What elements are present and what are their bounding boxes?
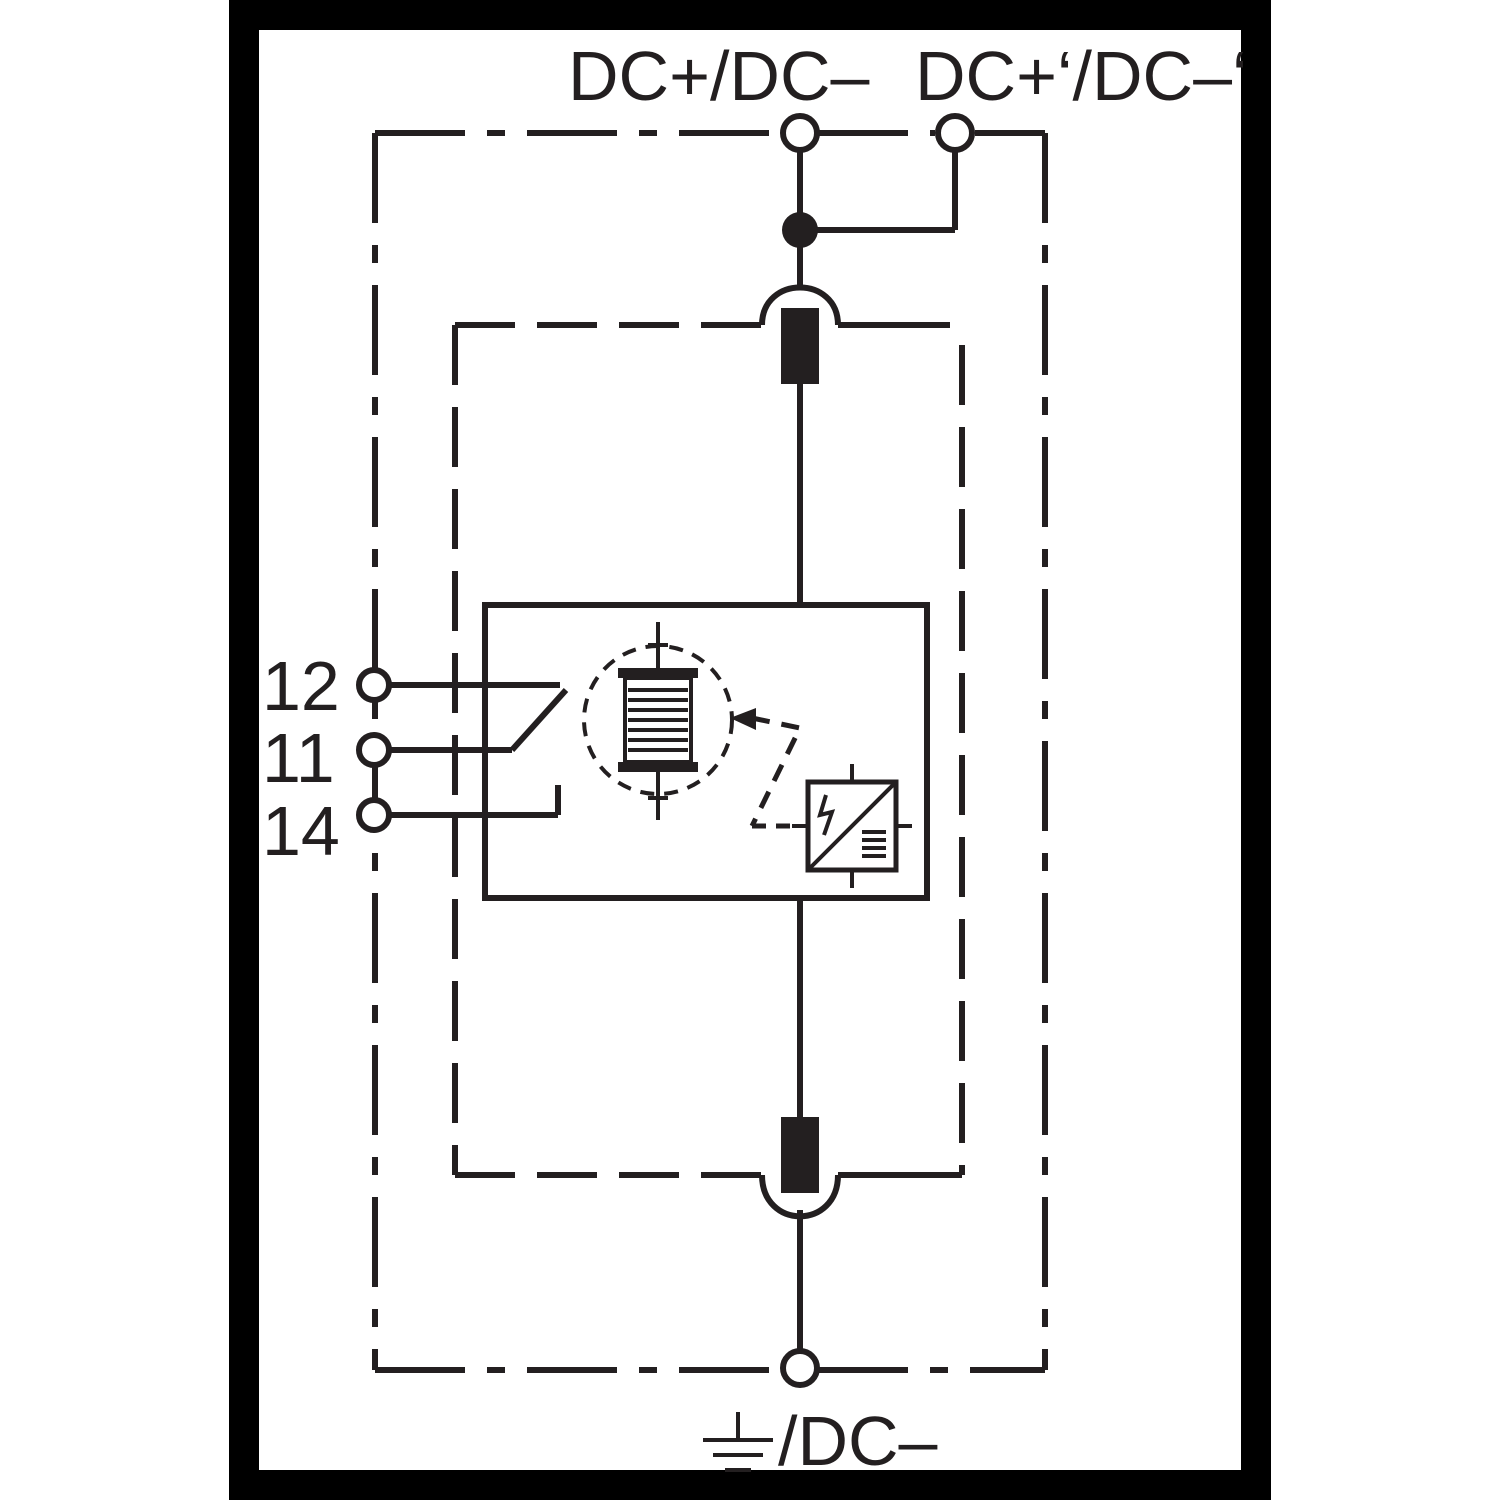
label-contact-14: 14 — [262, 792, 340, 870]
terminal-11 — [356, 732, 392, 768]
label-contact-11: 11 — [262, 719, 335, 797]
top-disconnect-element — [759, 284, 841, 384]
inner-enclosure — [452, 322, 965, 1178]
label-contact-12: 12 — [262, 647, 340, 725]
bottom-disconnect-element — [759, 1117, 841, 1220]
remote-signal-contact — [356, 667, 569, 833]
junction-dot — [782, 212, 818, 248]
varistor-element — [582, 622, 734, 820]
thermal-coupling-link — [730, 708, 804, 829]
terminal-ground — [780, 1348, 820, 1388]
terminal-12 — [356, 667, 392, 703]
label-terminal-top-left: DC+/DC– — [568, 37, 870, 115]
ground-icon — [703, 1412, 773, 1472]
terminal-dc-plus-minus — [780, 113, 820, 153]
terminal-14 — [356, 797, 392, 833]
monitoring-module-box — [482, 602, 930, 901]
main-conductor — [782, 150, 958, 1352]
status-indicator-block — [792, 764, 912, 888]
outer-frame — [229, 0, 1271, 1500]
label-terminal-top-right: DC+‘/DC–‘ — [915, 37, 1248, 115]
terminal-dc-plus-minus-prime — [935, 113, 975, 153]
label-terminal-bottom: /DC– — [778, 1402, 938, 1480]
